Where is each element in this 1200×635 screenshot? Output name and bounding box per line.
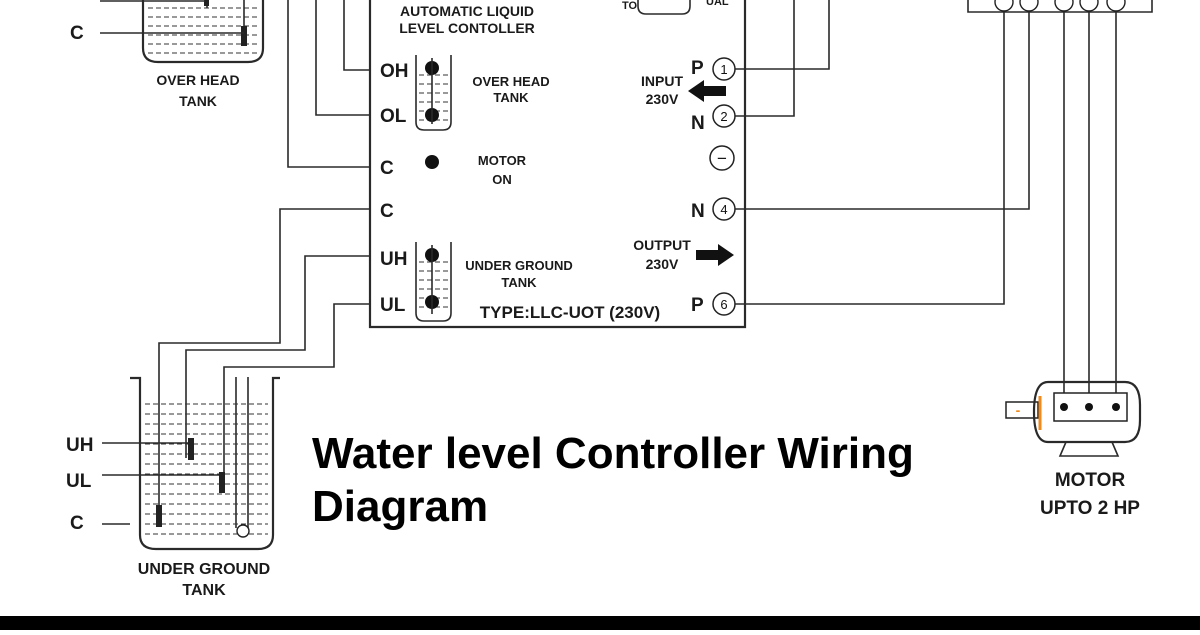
wire-input-n bbox=[735, 0, 795, 117]
motor-label: UPTO 2 HP bbox=[1040, 498, 1140, 519]
motor-terminal bbox=[1112, 403, 1120, 411]
motor: - MOTOR UPTO 2 HP bbox=[1005, 380, 1142, 519]
underground-tank: UH UL C UNDER GROUND TANK bbox=[66, 376, 280, 599]
wire-ug-c bbox=[158, 208, 370, 525]
controller-title: AUTOMATIC LIQUID bbox=[400, 3, 534, 19]
strip-terminal bbox=[1019, 0, 1039, 12]
output-label: OUTPUT bbox=[633, 237, 691, 253]
underground-tank-body bbox=[130, 376, 280, 551]
probe-tip bbox=[241, 26, 247, 46]
output-arrow-icon bbox=[696, 244, 734, 266]
terminal-c-label: C bbox=[380, 201, 394, 222]
terminal-number: 2 bbox=[720, 109, 727, 124]
overhead-probe-c-label: C bbox=[70, 23, 84, 44]
motor-shaft bbox=[1005, 401, 1039, 419]
input-label: INPUT bbox=[641, 73, 683, 89]
motor-on-label: MOTOR bbox=[478, 153, 527, 168]
motor-terminal-mark: - bbox=[1016, 402, 1021, 418]
terminal-number: 4 bbox=[720, 202, 727, 217]
motor-on-led-icon bbox=[425, 155, 439, 169]
probe-tip bbox=[188, 438, 194, 460]
switch-manual-label: UAL bbox=[706, 0, 729, 8]
wire-ug-uh bbox=[185, 255, 370, 458]
terminal-ul-label: UL bbox=[380, 295, 406, 316]
ug-probe-ul-label: UL bbox=[66, 471, 92, 492]
mode-switch bbox=[637, 0, 691, 15]
diagram-title: Diagram bbox=[312, 482, 488, 531]
wire-c bbox=[287, 0, 370, 168]
wire-ol bbox=[315, 0, 370, 116]
underground-tank-indicator-label: UNDER GROUND bbox=[465, 258, 573, 273]
strip-terminal bbox=[1054, 0, 1074, 12]
terminal-strip bbox=[967, 0, 1153, 13]
terminal-minus bbox=[709, 145, 735, 171]
motor-terminal bbox=[1085, 403, 1093, 411]
controller-box: AUTOMATIC LIQUID LEVEL CONTOLLER TO UAL … bbox=[368, 0, 747, 329]
terminal-uh-label: UH bbox=[380, 249, 407, 270]
diagram-title: Water level Controller Wiring bbox=[312, 429, 914, 478]
overhead-tank-body bbox=[141, 0, 265, 64]
wire-ug-ul bbox=[223, 303, 370, 490]
strip-terminal bbox=[1079, 0, 1099, 12]
underground-tank-label: UNDER GROUND bbox=[138, 561, 270, 578]
wire-output-p bbox=[735, 12, 1005, 305]
terminal-ol-label: OL bbox=[380, 106, 407, 127]
switch-auto-label: TO bbox=[622, 0, 638, 12]
wire-output-n bbox=[735, 12, 1030, 210]
wire-input-p bbox=[735, 0, 830, 70]
overhead-tank-label: TANK bbox=[179, 93, 217, 109]
probe-ring bbox=[236, 524, 250, 538]
terminal-n-letter: N bbox=[691, 201, 705, 222]
underground-tank-label: TANK bbox=[182, 582, 226, 599]
controller-type-label: TYPE:LLC-UOT (230V) bbox=[480, 303, 660, 322]
underground-wires bbox=[158, 208, 370, 528]
strip-terminal bbox=[1106, 0, 1126, 12]
underground-tank-icon bbox=[415, 242, 452, 322]
overhead-tank-label: OVER HEAD bbox=[156, 72, 239, 88]
motor-terminal bbox=[1060, 403, 1068, 411]
terminal-oh-label: OH bbox=[380, 61, 409, 82]
ug-probe-uh-label: UH bbox=[66, 435, 93, 456]
overhead-wires bbox=[287, 0, 370, 168]
terminal-p-letter: P bbox=[691, 58, 704, 79]
controller-outline bbox=[368, 0, 747, 329]
motor-base bbox=[1058, 441, 1120, 457]
overhead-tank: C OVER HEAD TANK bbox=[70, 0, 265, 109]
terminal-number: 6 bbox=[720, 297, 727, 312]
motor-body bbox=[1032, 380, 1142, 444]
power-wires bbox=[735, 0, 1153, 406]
motor-label: MOTOR bbox=[1055, 470, 1126, 491]
terminal-number: 1 bbox=[720, 62, 727, 77]
terminal-p-letter: P bbox=[691, 295, 704, 316]
underground-tank-indicator-label: TANK bbox=[501, 275, 537, 290]
terminal-c-label: C bbox=[380, 158, 394, 179]
overhead-tank-indicator-label: TANK bbox=[493, 90, 529, 105]
wire-oh bbox=[343, 0, 370, 71]
overhead-tank-indicator-label: OVER HEAD bbox=[472, 74, 549, 89]
overhead-tank-icon bbox=[415, 55, 452, 131]
probe-tip bbox=[204, 0, 209, 6]
bottom-bar bbox=[0, 616, 1200, 630]
input-label: 230V bbox=[646, 91, 679, 107]
ug-probe-c-label: C bbox=[70, 513, 84, 534]
strip-terminal bbox=[994, 0, 1014, 12]
input-arrow-icon bbox=[688, 80, 726, 102]
probe-tip bbox=[156, 505, 162, 527]
motor-on-label: ON bbox=[492, 172, 512, 187]
terminal-n-letter: N bbox=[691, 113, 705, 134]
minus-icon: − bbox=[717, 149, 727, 168]
controller-title: LEVEL CONTOLLER bbox=[399, 20, 535, 36]
probe-tip bbox=[219, 472, 225, 493]
output-label: 230V bbox=[646, 256, 679, 272]
